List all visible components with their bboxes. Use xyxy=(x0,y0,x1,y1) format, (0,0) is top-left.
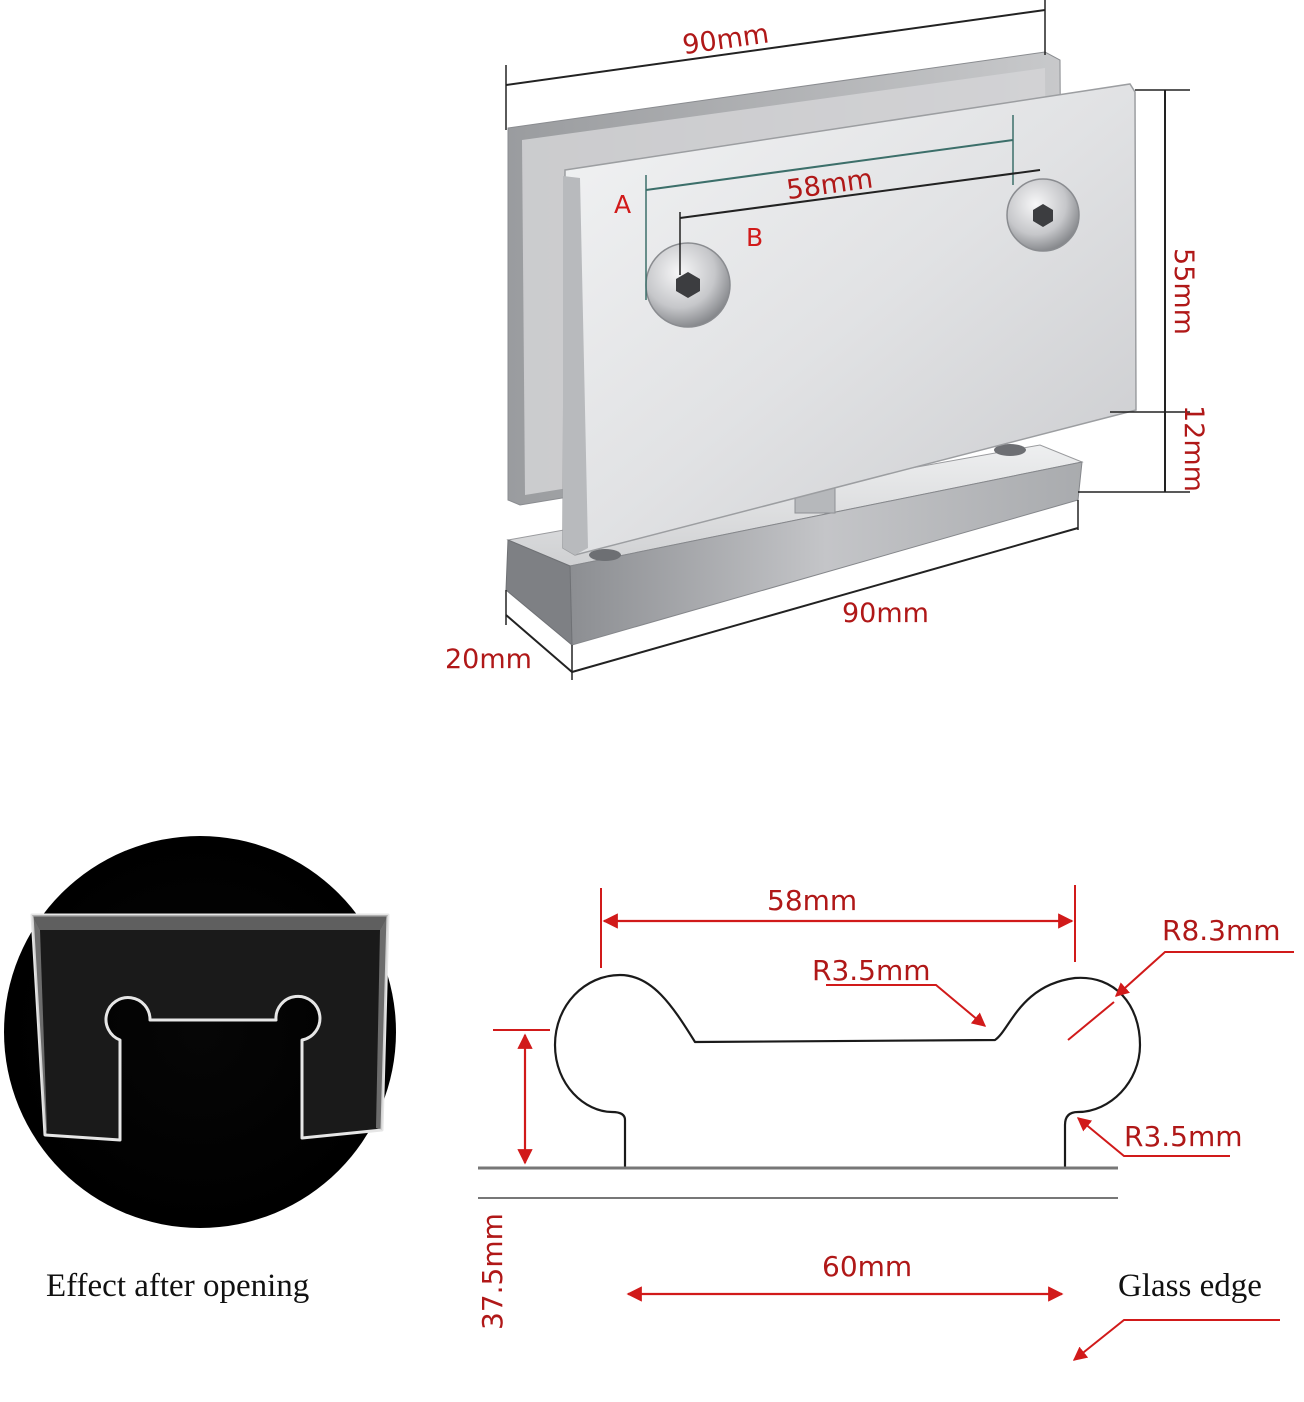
glass-edge-label: Glass edge xyxy=(1118,1268,1262,1304)
outer-radius-leader xyxy=(1114,951,1294,997)
inner-radius-side-leader xyxy=(1076,1117,1230,1157)
inner-radius-side-label: R3.5mm xyxy=(1124,1120,1243,1153)
opening-preview: Effect after opening xyxy=(4,836,396,1304)
top-width-dim-line xyxy=(505,9,1046,86)
preview-glass-right-edge xyxy=(376,915,388,1130)
preview-glass-top-edge xyxy=(32,915,388,930)
base-height-label: 12mm xyxy=(1178,405,1209,492)
base-width-label: 90mm xyxy=(842,598,929,629)
front-plate-edge xyxy=(563,176,588,555)
preview-glass-panel xyxy=(30,913,390,1142)
base-hole-right xyxy=(994,444,1026,456)
hole-dim-line-b xyxy=(679,169,1041,219)
screw-left xyxy=(645,242,731,328)
cutout-drawing: 58mm R3.5mm R8.3mm R3.5mm 37.5mm 60mm Gl… xyxy=(476,884,1294,1361)
preview-caption: Effect after opening xyxy=(46,1268,309,1304)
top-span-label: 58mm xyxy=(767,884,857,917)
preview-glass-left-edge xyxy=(32,915,47,1135)
base-depth-dim-line xyxy=(505,614,573,673)
cutout-outline xyxy=(553,973,1142,1168)
outer-radius-line xyxy=(1067,1001,1115,1041)
point-a-label: A xyxy=(614,190,631,219)
depth-label: 37.5mm xyxy=(476,1213,509,1330)
base-depth-label: 20mm xyxy=(445,644,532,675)
top-width-label: 90mm xyxy=(680,18,770,61)
screw-right xyxy=(1006,178,1080,252)
hole-dim-line-a xyxy=(645,139,1014,191)
inner-radius-top-label: R3.5mm xyxy=(812,954,931,987)
base-hole-left xyxy=(589,549,621,561)
plate-height-label: 55mm xyxy=(1168,248,1199,335)
point-b-label: B xyxy=(746,223,763,252)
hinge-illustration: 90mm 58mm A B 55mm 12mm 90mm 20mm xyxy=(445,0,1209,680)
glass-edge-leader xyxy=(1072,1319,1280,1361)
bottom-span-label: 60mm xyxy=(822,1250,912,1283)
base-width-dim-line xyxy=(571,527,1079,673)
outer-radius-label: R8.3mm xyxy=(1162,914,1281,947)
inner-radius-top-leader xyxy=(826,984,987,1027)
